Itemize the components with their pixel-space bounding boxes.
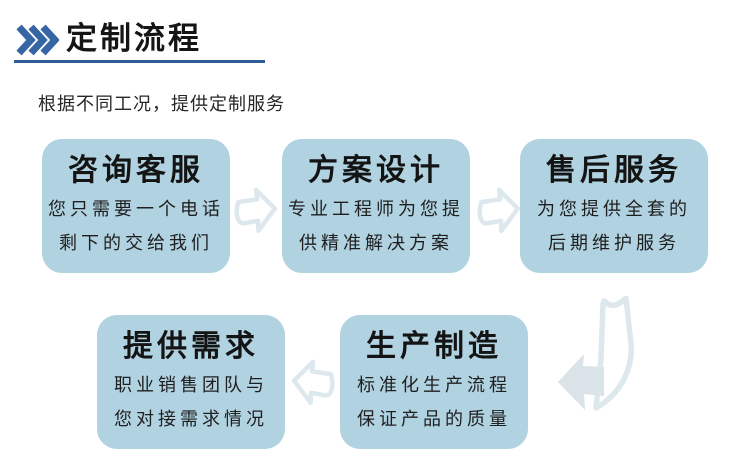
flow-step-after-sales: 售后服务 为您提供全套的 后期维护服务 bbox=[520, 139, 708, 273]
page-title: 定制流程 bbox=[66, 21, 202, 56]
flow-step-title: 售后服务 bbox=[546, 154, 682, 187]
arrow-right-icon bbox=[477, 187, 521, 234]
flow-step-desc-line: 剩下的交给我们 bbox=[59, 233, 213, 254]
arrow-right-icon bbox=[234, 187, 278, 234]
flow-step-desc-line: 标准化生产流程 bbox=[357, 375, 511, 396]
section-subtitle: 根据不同工况，提供定制服务 bbox=[38, 94, 285, 114]
flow-step-desc-line: 您只需要一个电话 bbox=[48, 199, 224, 220]
flow-step-desc-line: 您对接需求情况 bbox=[114, 409, 268, 430]
arrow-left-icon bbox=[291, 359, 335, 406]
flow-step-consult-service: 咨询客服 您只需要一个电话 剩下的交给我们 bbox=[42, 139, 230, 273]
flow-step-title: 生产制造 bbox=[366, 330, 502, 363]
flow-step-desc-line: 后期维护服务 bbox=[548, 233, 680, 254]
triple-chevron-right-icon bbox=[16, 24, 59, 56]
flow-step-production: 生产制造 标准化生产流程 保证产品的质量 bbox=[340, 315, 528, 449]
flow-step-desc-line: 为您提供全套的 bbox=[537, 199, 691, 220]
flow-step-desc-line: 专业工程师为您提 bbox=[288, 199, 464, 220]
flow-step-title: 咨询客服 bbox=[68, 154, 204, 187]
flow-step-title: 提供需求 bbox=[123, 330, 259, 363]
flow-step-desc-line: 供精准解决方案 bbox=[299, 233, 453, 254]
title-underline bbox=[14, 60, 265, 63]
flow-step-desc-line: 职业销售团队与 bbox=[114, 375, 268, 396]
flow-step-desc-line: 保证产品的质量 bbox=[357, 409, 511, 430]
flow-step-title: 方案设计 bbox=[308, 154, 444, 187]
arrow-down-left-curve-icon bbox=[558, 296, 634, 411]
flow-step-provide-requirements: 提供需求 职业销售团队与 您对接需求情况 bbox=[97, 315, 285, 449]
flow-step-solution-design: 方案设计 专业工程师为您提 供精准解决方案 bbox=[282, 139, 470, 273]
